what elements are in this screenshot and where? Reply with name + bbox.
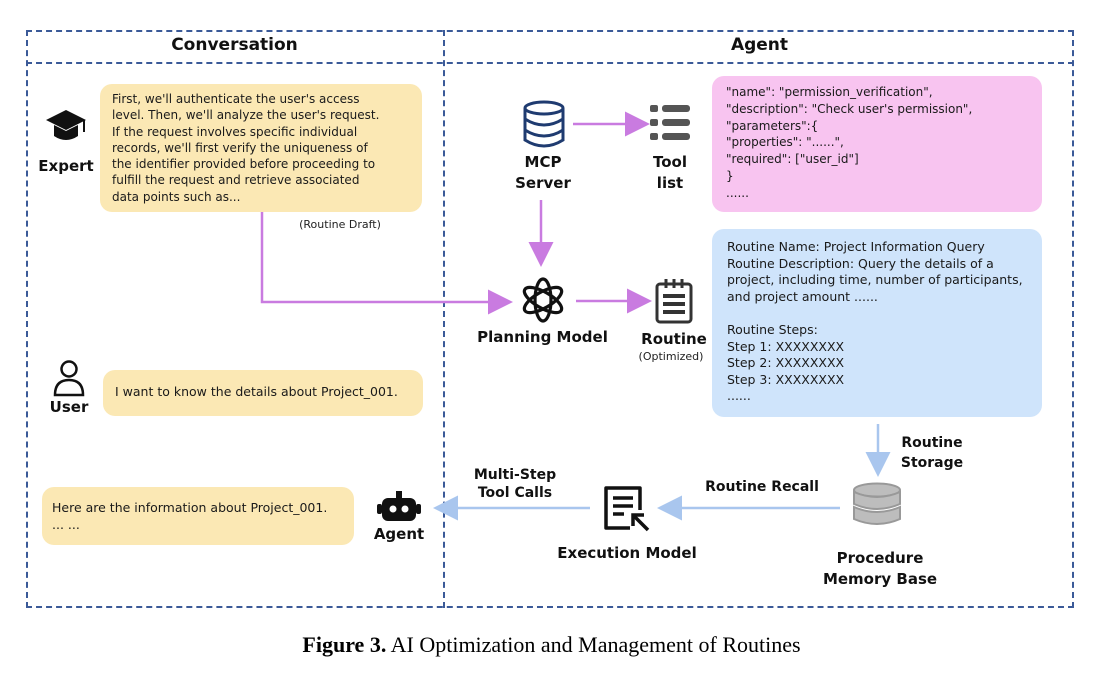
tool-schema-line: "properties": "......", [726, 135, 844, 150]
routine-detail-line: Routine Name: Project Information Query [727, 239, 985, 254]
graduation-cap-icon [46, 110, 86, 140]
routine-detail-line: Step 1: XXXXXXXX [727, 338, 845, 354]
agent-label: Agent [373, 525, 425, 543]
execution-model-label: Execution Model [557, 544, 697, 562]
routine-detail-line: and project amount ...... [727, 288, 878, 304]
tool-schema-bubble: "name": "permission_verification", "desc… [712, 76, 1042, 212]
agent-reply-bubble: Here are the information about Project_0… [42, 487, 354, 545]
expert-message-line: data points such as... [112, 189, 241, 204]
mcp-server-label: MCP Server [498, 152, 588, 194]
document-cursor-icon [604, 486, 650, 532]
routine-storage-label: Routine Storage [893, 433, 971, 473]
expert-message-line: the identifier provided before proceedin… [112, 157, 376, 172]
routine-recall-label: Routine Recall [705, 479, 819, 495]
routine-detail-bubble: Routine Name: Project Information Query … [712, 229, 1042, 417]
procedure-memory-label: Procedure Memory Base [810, 548, 950, 590]
tool-schema-line: "description": "Check user's permission"… [726, 101, 973, 116]
expert-message-line: records, we'll first verify the uniquene… [112, 140, 368, 155]
tool-list-line: list [656, 174, 684, 192]
arrow-draft-to-planning [260, 212, 513, 315]
user-label: User [49, 398, 89, 416]
tool-list-label: Tool list [636, 152, 704, 194]
expert-message-line: First, we'll authenticate the user's acc… [112, 92, 360, 106]
procedure-memory-line: Memory Base [822, 570, 938, 588]
routine-storage-line: Storage [900, 455, 964, 471]
conversation-title: Conversation [171, 35, 298, 55]
robot-icon [377, 491, 421, 521]
tool-calls-label: Multi-Step Tool Calls [465, 466, 565, 502]
tool-schema-line: "name": "permission_verification", [726, 85, 933, 99]
routine-detail-line: Routine Description: Query the details o… [727, 255, 994, 271]
routine-detail-line: project, including time, number of parti… [727, 272, 1023, 288]
list-icon [650, 105, 690, 140]
user-message-bubble: I want to know the details about Project… [103, 370, 423, 416]
routine-detail-line: ...... [727, 388, 751, 404]
header-divider [26, 62, 1074, 64]
figure-caption-text: AI Optimization and Management of Routin… [386, 632, 801, 657]
expert-message-bubble: First, we'll authenticate the user's acc… [100, 84, 422, 212]
routine-detail-line [727, 305, 1027, 322]
procedure-memory-line: Procedure [836, 549, 924, 567]
memory-database-icon [853, 482, 901, 525]
diagram-frame [26, 30, 1074, 608]
openai-logo-icon [522, 277, 564, 323]
tool-schema-line: } [726, 168, 734, 183]
routine-detail-line: Routine Steps: [727, 321, 818, 337]
routine-detail-line: Step 2: XXXXXXXX [727, 355, 845, 371]
expert-message-line: If the request involves specific individ… [112, 124, 358, 139]
tool-calls-line: Tool Calls [477, 485, 553, 501]
routine-detail-line: Step 3: XXXXXXXX [727, 371, 845, 387]
routine-label: Routine [641, 330, 707, 348]
tool-schema-line: "parameters":{ [726, 118, 819, 133]
mcp-server-line: Server [515, 174, 571, 192]
routine-draft-note: (Routine Draft) [299, 218, 381, 231]
user-icon [53, 360, 85, 397]
tool-schema-line: ...... [726, 185, 749, 200]
figure-number: Figure 3. [302, 632, 387, 657]
agent-title: Agent [730, 35, 789, 55]
routine-optimized-note: (Optimized) [638, 350, 704, 363]
tool-schema-line: "required": ["user_id"] [726, 152, 859, 167]
expert-message-line: level. Then, we'll analyze the user's re… [112, 108, 380, 123]
figure-caption: Figure 3. AI Optimization and Management… [0, 632, 1103, 658]
mcp-server-line: MCP [524, 153, 562, 171]
agent-reply-line: ... ... [52, 517, 80, 532]
database-icon [523, 100, 565, 148]
notepad-icon [655, 279, 693, 324]
expert-label: Expert [38, 157, 94, 175]
tool-list-line: Tool [653, 153, 687, 171]
routine-storage-line: Routine [901, 435, 963, 451]
expert-message-line: fulfill the request and retrieve associa… [112, 173, 360, 188]
agent-reply-line: Here are the information about Project_0… [52, 500, 328, 515]
tool-calls-line: Multi-Step [473, 467, 557, 483]
planning-model-label: Planning Model [477, 328, 608, 346]
column-divider [443, 30, 445, 608]
